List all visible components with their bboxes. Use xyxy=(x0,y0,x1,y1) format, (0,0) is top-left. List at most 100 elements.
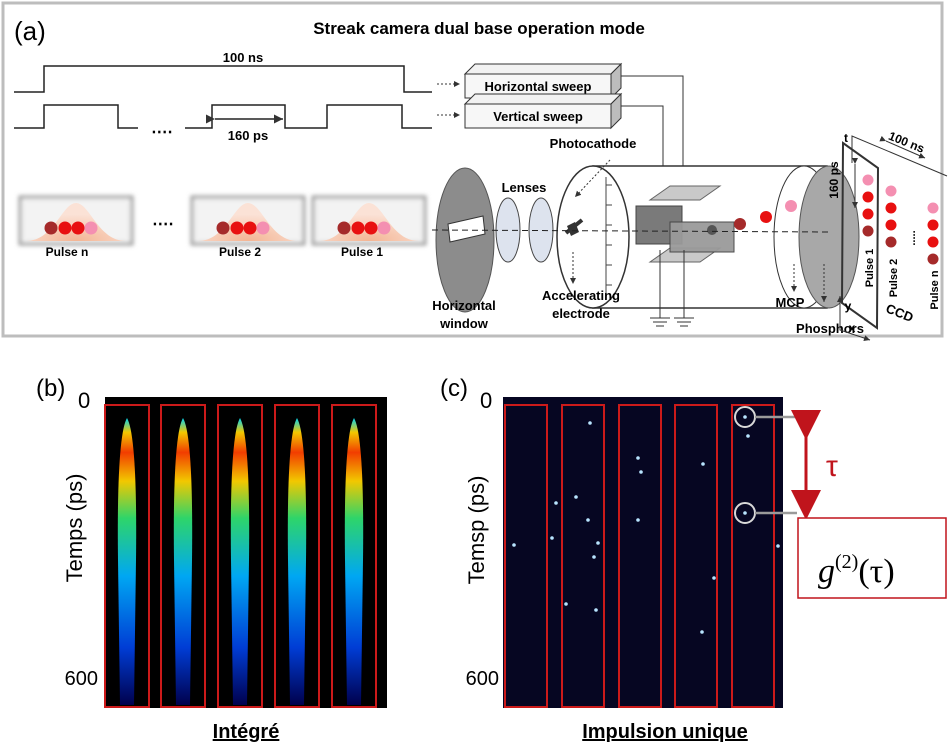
ccd-time-axis-label: t xyxy=(844,131,848,145)
lenses-label: Lenses xyxy=(502,180,547,195)
panel-c-column-frame xyxy=(674,404,718,708)
panel-c-bottom-tick: 600 xyxy=(466,668,499,690)
panel-b-column-frame xyxy=(217,404,263,708)
streak xyxy=(287,418,307,705)
ccd-dot xyxy=(927,253,939,265)
panel-c-column-frame xyxy=(618,404,662,708)
panel-c-ylabel: Temsp (ps) xyxy=(464,476,489,585)
panel-c-label: (c) xyxy=(440,375,468,402)
timing-ellipsis: ․․․․ xyxy=(151,120,172,137)
photon-hit xyxy=(776,544,780,548)
beam-axis xyxy=(431,229,831,233)
ccd-x-axis-label: x xyxy=(849,321,856,335)
ccd-dot xyxy=(927,236,939,248)
photon-hit xyxy=(746,434,750,438)
ccd-y-axis-label: y xyxy=(845,299,852,313)
horizontal-sweep-wire xyxy=(621,75,684,195)
g2-label: g(2)(τ) xyxy=(818,551,895,590)
photon-hit xyxy=(596,541,600,545)
ccd-dot xyxy=(862,208,874,220)
ccd-dot xyxy=(885,236,897,248)
pulse-label-2: Pulse 2 xyxy=(219,245,261,259)
streak xyxy=(344,418,364,705)
horizontal-sweep-label: Horizontal sweep xyxy=(485,79,592,94)
panel-b-column-frame xyxy=(274,404,320,708)
streak xyxy=(230,418,250,705)
streak xyxy=(173,418,193,705)
accelerating-label-2: electrode xyxy=(552,306,610,321)
panel-b-ylabel: Temps (ps) xyxy=(62,474,87,583)
vertical-sweep-label: Vertical sweep xyxy=(493,109,583,124)
pulse-label-1: Pulse 1 xyxy=(341,245,383,259)
accelerating-label-1: Accelerating xyxy=(542,288,620,303)
panel-c-column-frame xyxy=(731,404,775,708)
panel-b-top-tick: 0 xyxy=(78,388,90,413)
panel-b-bottom-tick: 600 xyxy=(65,668,98,690)
period-label: 100 ns xyxy=(223,50,263,65)
photon-hit xyxy=(586,518,590,522)
photon-hit xyxy=(564,602,568,606)
ccd-column-pulse-n: Pulse n xyxy=(929,270,941,309)
photon-hit xyxy=(574,495,578,499)
panel-b-caption: Intégré xyxy=(213,721,280,743)
horizontal-window-label-2: window xyxy=(439,316,489,331)
ccd-label: CCD xyxy=(884,301,916,325)
g2-box xyxy=(797,517,947,599)
photon-hit xyxy=(592,555,596,559)
photon-hit xyxy=(700,630,704,634)
ccd-vertical-span: 160 ps xyxy=(827,161,841,199)
ccd-dot xyxy=(885,219,897,231)
panel-c-column-frame xyxy=(561,404,605,708)
pulse-box-1 xyxy=(190,195,306,246)
pulse-box-0 xyxy=(18,195,134,246)
tau-label: τ xyxy=(826,450,838,483)
ccd-dot xyxy=(862,191,874,203)
mcp-label: MCP xyxy=(776,295,805,310)
photocathode-label: Photocathode xyxy=(550,136,637,151)
panel-c-image xyxy=(503,397,783,708)
ccd-diagram xyxy=(837,135,948,341)
photon-hit xyxy=(550,536,554,540)
photon-hit xyxy=(512,543,516,547)
photon-hit xyxy=(639,470,643,474)
ccd-dot xyxy=(885,202,897,214)
horizontal-window-label-1: Horizontal xyxy=(432,298,496,313)
ccd-column-pulse-1: Pulse 1 xyxy=(864,249,876,288)
ccd-dot xyxy=(927,202,939,214)
timing-diagram xyxy=(14,65,432,129)
panel-c-column-frame xyxy=(504,404,548,708)
ccd-dot xyxy=(862,225,874,237)
ccd-dot xyxy=(885,185,897,197)
photon-hit xyxy=(636,456,640,460)
streak-tube xyxy=(556,159,860,327)
photon-hit xyxy=(743,511,747,515)
photon-hit xyxy=(743,415,747,419)
photon-hit xyxy=(554,501,558,505)
pulse-box-2 xyxy=(311,195,427,246)
panel-a-frame xyxy=(1,1,944,338)
photon-hit xyxy=(701,462,705,466)
photon-hit xyxy=(588,421,592,425)
panel-c-top-tick: 0 xyxy=(480,388,492,413)
pulse-spacing-label: 160 ps xyxy=(228,128,268,143)
photon-hit xyxy=(636,518,640,522)
ccd-column-pulse-2: Pulse 2 xyxy=(888,259,900,298)
panel-b-column-frame xyxy=(104,404,150,708)
streak xyxy=(117,418,137,705)
horizontal-window xyxy=(435,167,495,313)
photon-hit xyxy=(712,576,716,580)
ccd-dots-ellipsis: ..... xyxy=(906,230,918,245)
panel-b-label: (b) xyxy=(36,375,65,402)
ccd-dot xyxy=(927,219,939,231)
photon-hit xyxy=(594,608,598,612)
ccd-horizontal-span: 100 ns xyxy=(887,129,927,156)
panel-a-label: (a) xyxy=(14,16,46,46)
lens-2 xyxy=(528,197,554,263)
panel-a-title: Streak camera dual base operation mode xyxy=(313,19,645,38)
pulse-label-n: Pulse n xyxy=(46,245,89,259)
panel-b-column-frame xyxy=(331,404,377,708)
pulse-ellipsis: ․․․․ xyxy=(152,212,173,229)
vertical-sweep-box xyxy=(463,92,623,130)
ccd-dot xyxy=(862,174,874,186)
